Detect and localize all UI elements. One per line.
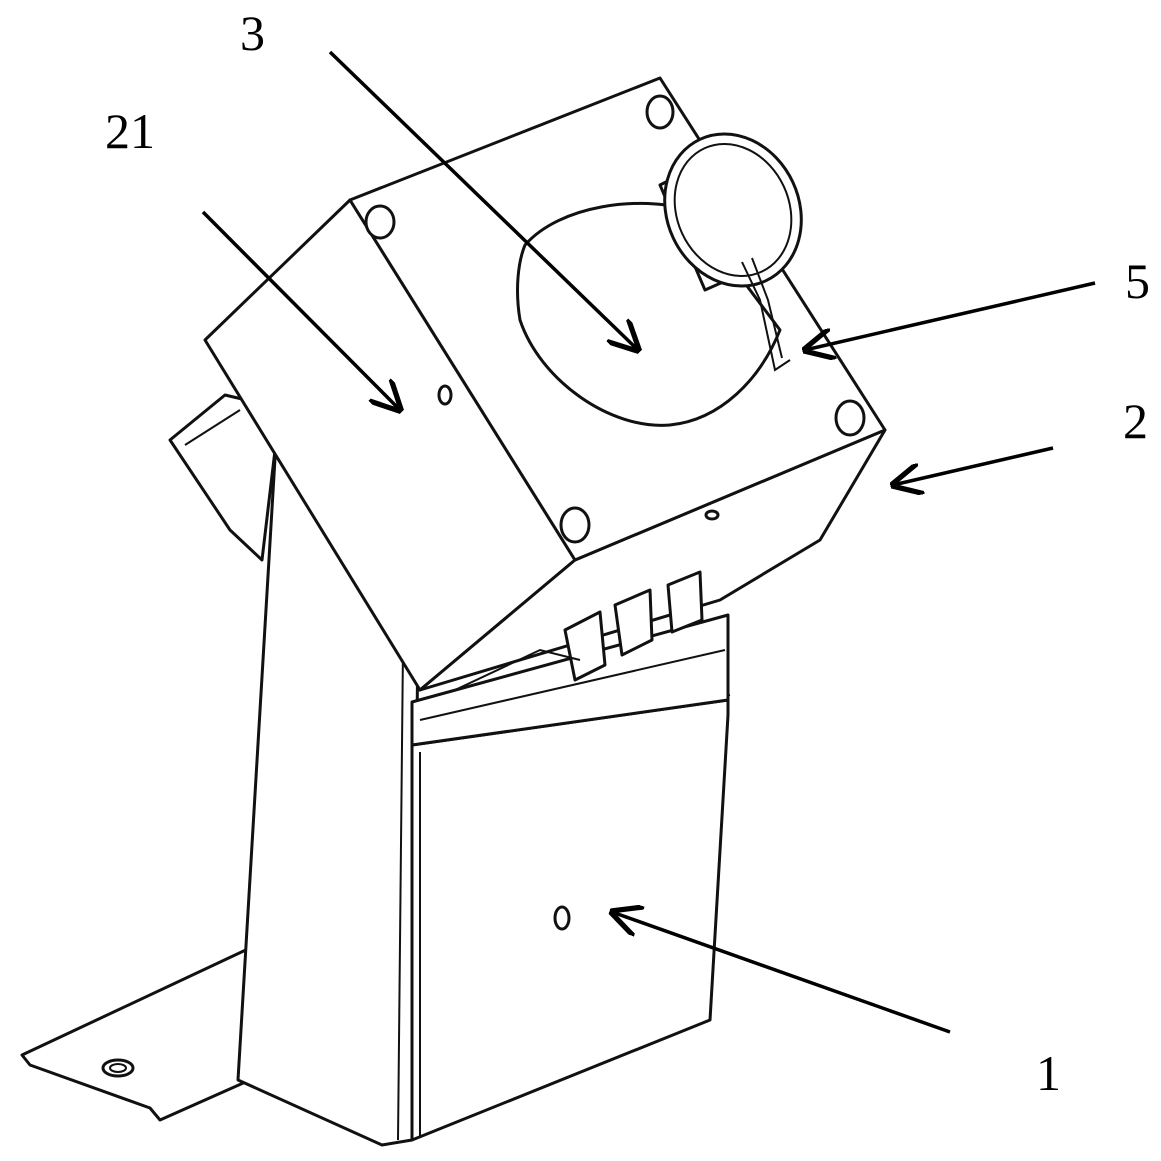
reference-numerals: 3 21 5 2 1 bbox=[105, 5, 1150, 1101]
label-5: 5 bbox=[1125, 253, 1150, 309]
label-21: 21 bbox=[105, 103, 155, 159]
front-plate-hole bbox=[553, 905, 571, 931]
leader-5 bbox=[805, 281, 1096, 350]
reference-leaders bbox=[201, 50, 1096, 1034]
corner-hole-bottom-right bbox=[834, 399, 866, 437]
corner-hole-top-right bbox=[645, 94, 675, 130]
lens-ring bbox=[663, 132, 803, 288]
label-2: 2 bbox=[1123, 393, 1148, 449]
label-3: 3 bbox=[240, 5, 265, 61]
corner-hole-top-left bbox=[364, 204, 396, 240]
leader-1 bbox=[612, 912, 951, 1034]
leader-3 bbox=[328, 50, 638, 350]
corner-hole-bottom-left bbox=[559, 506, 591, 544]
leader-21 bbox=[201, 210, 400, 410]
leader-2 bbox=[893, 446, 1054, 485]
retaining-clip bbox=[741, 261, 791, 372]
rear-arm bbox=[168, 393, 282, 562]
foot-mount-hole bbox=[101, 1058, 135, 1078]
housing-side-hole bbox=[437, 384, 453, 406]
connector-tabs bbox=[454, 570, 704, 691]
label-1: 1 bbox=[1036, 1045, 1061, 1101]
